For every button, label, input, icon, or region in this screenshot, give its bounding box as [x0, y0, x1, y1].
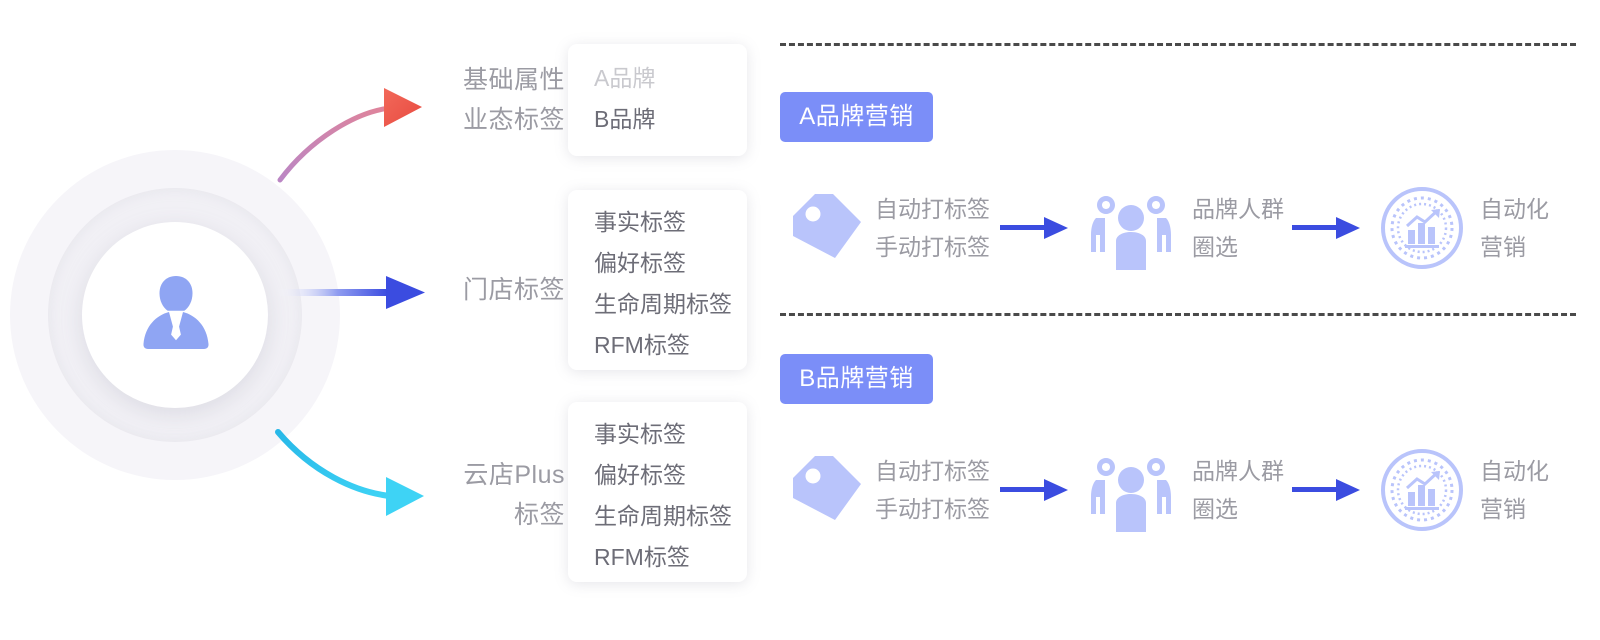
tier-label-line-1: 门店标签 — [462, 276, 565, 304]
pipeline-step-line-1: 品牌人群 — [1192, 458, 1284, 484]
pipeline-step-line-1: 自动化 — [1480, 458, 1549, 484]
pipeline-arrow-right-icon — [1292, 217, 1360, 239]
pipeline-step-line-1: 自动打标签 — [875, 196, 990, 222]
tier-label-line-2: 业态标签 — [462, 106, 565, 134]
pipeline-step-line-2: 圈选 — [1192, 496, 1238, 522]
tag-icon — [793, 456, 861, 520]
brand-badge-a[interactable]: A品牌营销 — [780, 92, 933, 142]
list-item: 生命周期标签 — [594, 291, 732, 317]
tag-card-list: 事实标签 偏好标签 生命周期标签 RFM标签 — [568, 402, 747, 578]
list-item: RFM标签 — [594, 544, 690, 570]
pipeline-step-line-1: 自动打标签 — [875, 458, 990, 484]
pipeline-step-line-2: 营销 — [1480, 234, 1526, 260]
tier-label-cloudstore-plus: 云店Plus 标签 — [415, 455, 565, 535]
pipeline-arrow-right-icon — [1292, 479, 1360, 501]
analytics-badge-icon — [1381, 187, 1463, 269]
people-group-icon — [1091, 458, 1171, 532]
tag-card-cloudstore: 事实标签 偏好标签 生命周期标签 RFM标签 — [568, 402, 747, 582]
marketing-pipeline-b: 自动打标签 手动打标签 品牌人群 圈选 — [780, 448, 1580, 548]
tag-card-brands: A品牌 B品牌 — [568, 44, 747, 156]
curved-pink-arrow — [277, 88, 422, 183]
pipeline-step-audience-label: 品牌人群 圈选 — [1192, 190, 1284, 266]
list-item: 偏好标签 — [594, 250, 686, 276]
pipeline-step-line-1: 自动化 — [1480, 196, 1549, 222]
straight-blue-arrow — [276, 276, 425, 309]
tag-icon — [793, 194, 861, 258]
list-item: 事实标签 — [594, 209, 686, 235]
section-divider-middle — [780, 313, 1576, 316]
pipeline-step-tagging-label: 自动打标签 手动打标签 — [875, 190, 990, 266]
pipeline-step-line-2: 圈选 — [1192, 234, 1238, 260]
section-divider-top — [780, 43, 1576, 46]
curved-cyan-arrow — [275, 429, 424, 516]
tier-label-line-1: 基础属性 — [462, 66, 565, 94]
tag-card-list: A品牌 B品牌 — [568, 44, 747, 140]
tag-card-list: 事实标签 偏好标签 生命周期标签 RFM标签 — [568, 190, 747, 366]
list-item: RFM标签 — [594, 332, 690, 358]
tier-label-line-1: 云店Plus — [463, 461, 565, 489]
connector-arrows — [275, 88, 425, 516]
pipeline-step-automation-label: 自动化 营销 — [1480, 452, 1549, 528]
list-item: 事实标签 — [594, 421, 686, 447]
persona-circle — [10, 150, 340, 480]
analytics-badge-icon — [1381, 449, 1463, 531]
pipeline-arrow-right-icon — [1000, 217, 1068, 239]
list-item: B品牌 — [594, 106, 656, 132]
pipeline-step-tagging-label: 自动打标签 手动打标签 — [875, 452, 990, 528]
list-item: 偏好标签 — [594, 462, 686, 488]
tier-label-store-tags: 门店标签 — [415, 270, 565, 310]
pipeline-step-line-2: 营销 — [1480, 496, 1526, 522]
brand-badge-b[interactable]: B品牌营销 — [780, 354, 933, 404]
people-group-icon — [1091, 196, 1171, 270]
list-item: 生命周期标签 — [594, 503, 732, 529]
pipeline-step-audience-label: 品牌人群 圈选 — [1192, 452, 1284, 528]
list-item: A品牌 — [594, 65, 656, 91]
pipeline-arrow-right-icon — [1000, 479, 1068, 501]
tier-label-line-2: 标签 — [513, 501, 565, 529]
user-avatar-icon — [143, 276, 209, 349]
tag-card-store: 事实标签 偏好标签 生命周期标签 RFM标签 — [568, 190, 747, 370]
pipeline-step-line-2: 手动打标签 — [875, 234, 990, 260]
marketing-pipeline-a: 自动打标签 手动打标签 品牌人群 圈选 — [780, 186, 1580, 286]
tier-label-basic-attributes: 基础属性 业态标签 — [415, 60, 565, 140]
pipeline-step-automation-label: 自动化 营销 — [1480, 190, 1549, 266]
pipeline-step-line-1: 品牌人群 — [1192, 196, 1284, 222]
pipeline-step-line-2: 手动打标签 — [875, 496, 990, 522]
